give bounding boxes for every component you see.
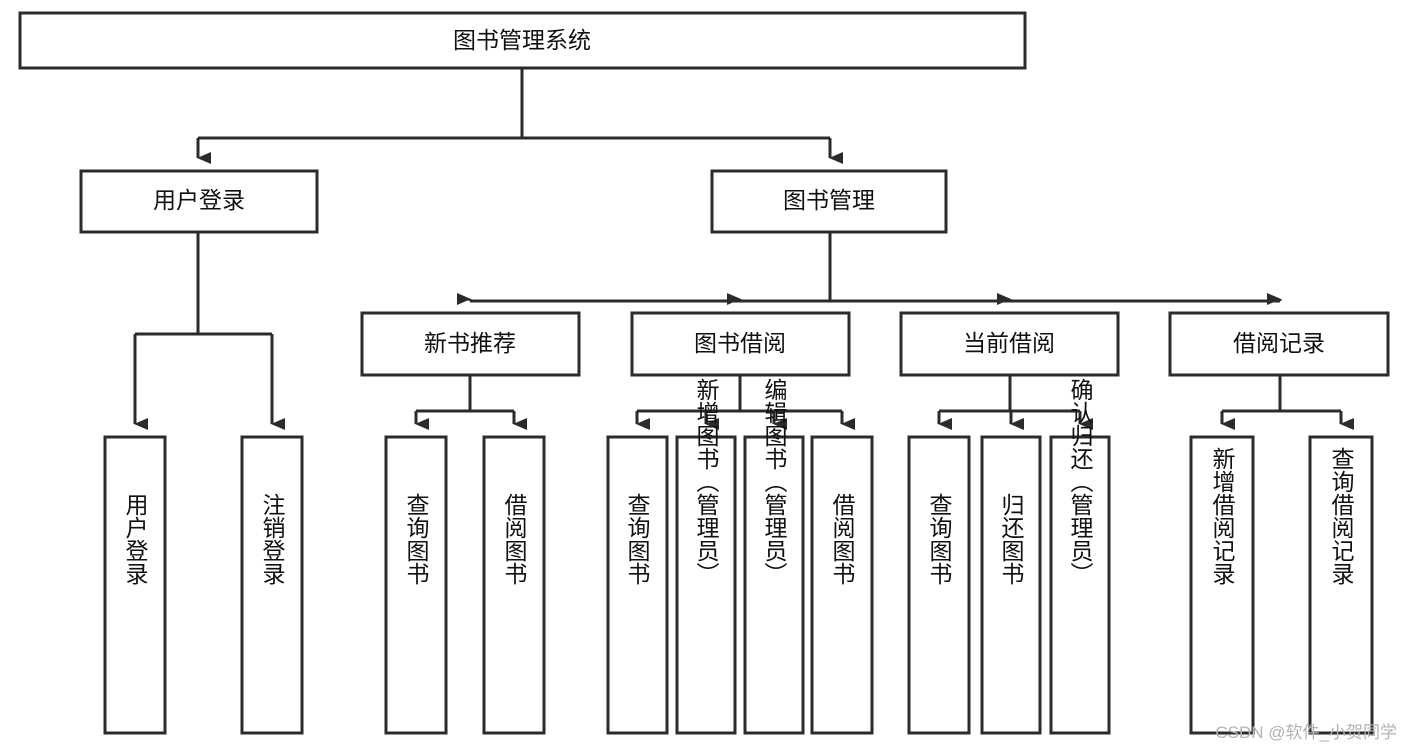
node-user-login-label: 用户登录	[153, 187, 245, 213]
node-root-label: 图书管理系统	[453, 27, 591, 53]
node-leaf-logout[interactable]: 注销登录	[240, 435, 304, 735]
node-leaf-user-login[interactable]: 用户登录	[103, 435, 167, 735]
node-user-login[interactable]: 用户登录	[79, 169, 319, 234]
node-leaf-add-book-label: 新增图书（管理员）	[693, 378, 720, 585]
node-leaf-query-book-1-label: 查询图书	[403, 493, 430, 585]
node-borrow-record[interactable]: 借阅记录	[1168, 311, 1390, 377]
node-current-borrow-label: 当前借阅	[963, 330, 1055, 356]
node-borrow-record-label: 借阅记录	[1233, 330, 1325, 356]
node-leaf-edit-book-label: 编辑图书（管理员）	[761, 378, 788, 585]
node-leaf-borrow-book-1[interactable]: 借阅图书	[482, 435, 546, 735]
node-leaf-borrow-book-2-label: 借阅图书	[829, 493, 856, 585]
node-leaf-return-book[interactable]: 归还图书	[980, 435, 1042, 735]
node-leaf-query-record[interactable]: 查询借阅记录	[1308, 435, 1374, 735]
node-root[interactable]: 图书管理系统	[18, 11, 1027, 70]
node-leaf-add-record[interactable]: 新增借阅记录	[1189, 435, 1255, 735]
node-leaf-confirm-return[interactable]: 确认归还（管理员）	[1049, 378, 1111, 735]
edge-layer	[133, 68, 1354, 430]
node-leaf-query-book-1[interactable]: 查询图书	[384, 435, 448, 735]
node-leaf-return-book-label: 归还图书	[998, 493, 1025, 585]
node-new-book-rec-label: 新书推荐	[424, 330, 516, 356]
node-current-borrow[interactable]: 当前借阅	[899, 311, 1120, 377]
node-leaf-query-book-3-label: 查询图书	[926, 493, 953, 585]
node-leaf-add-record-label: 新增借阅记录	[1209, 447, 1236, 585]
node-leaf-query-record-label: 查询借阅记录	[1328, 447, 1355, 585]
node-leaf-user-login-label: 用户登录	[122, 493, 149, 585]
node-leaf-confirm-return-label: 确认归还（管理员）	[1067, 378, 1094, 585]
node-leaf-borrow-book-2[interactable]: 借阅图书	[810, 435, 874, 735]
node-leaf-logout-label: 注销登录	[259, 493, 286, 585]
node-leaf-query-book-3[interactable]: 查询图书	[907, 435, 971, 735]
node-leaf-query-book-2-label: 查询图书	[624, 493, 651, 585]
node-leaf-query-book-2[interactable]: 查询图书	[606, 435, 669, 735]
node-new-book-rec[interactable]: 新书推荐	[360, 311, 581, 377]
csdn-watermark: CSDN @软件_小贺同学	[1215, 723, 1397, 742]
node-leaf-add-book[interactable]: 新增图书（管理员）	[675, 378, 737, 735]
node-book-manage-label: 图书管理	[783, 187, 875, 213]
node-leaf-borrow-book-1-label: 借阅图书	[501, 493, 528, 585]
node-book-borrow-label: 图书借阅	[694, 330, 786, 356]
node-book-manage[interactable]: 图书管理	[710, 169, 948, 234]
node-book-borrow[interactable]: 图书借阅	[630, 311, 851, 377]
node-leaf-edit-book[interactable]: 编辑图书（管理员）	[743, 378, 805, 735]
